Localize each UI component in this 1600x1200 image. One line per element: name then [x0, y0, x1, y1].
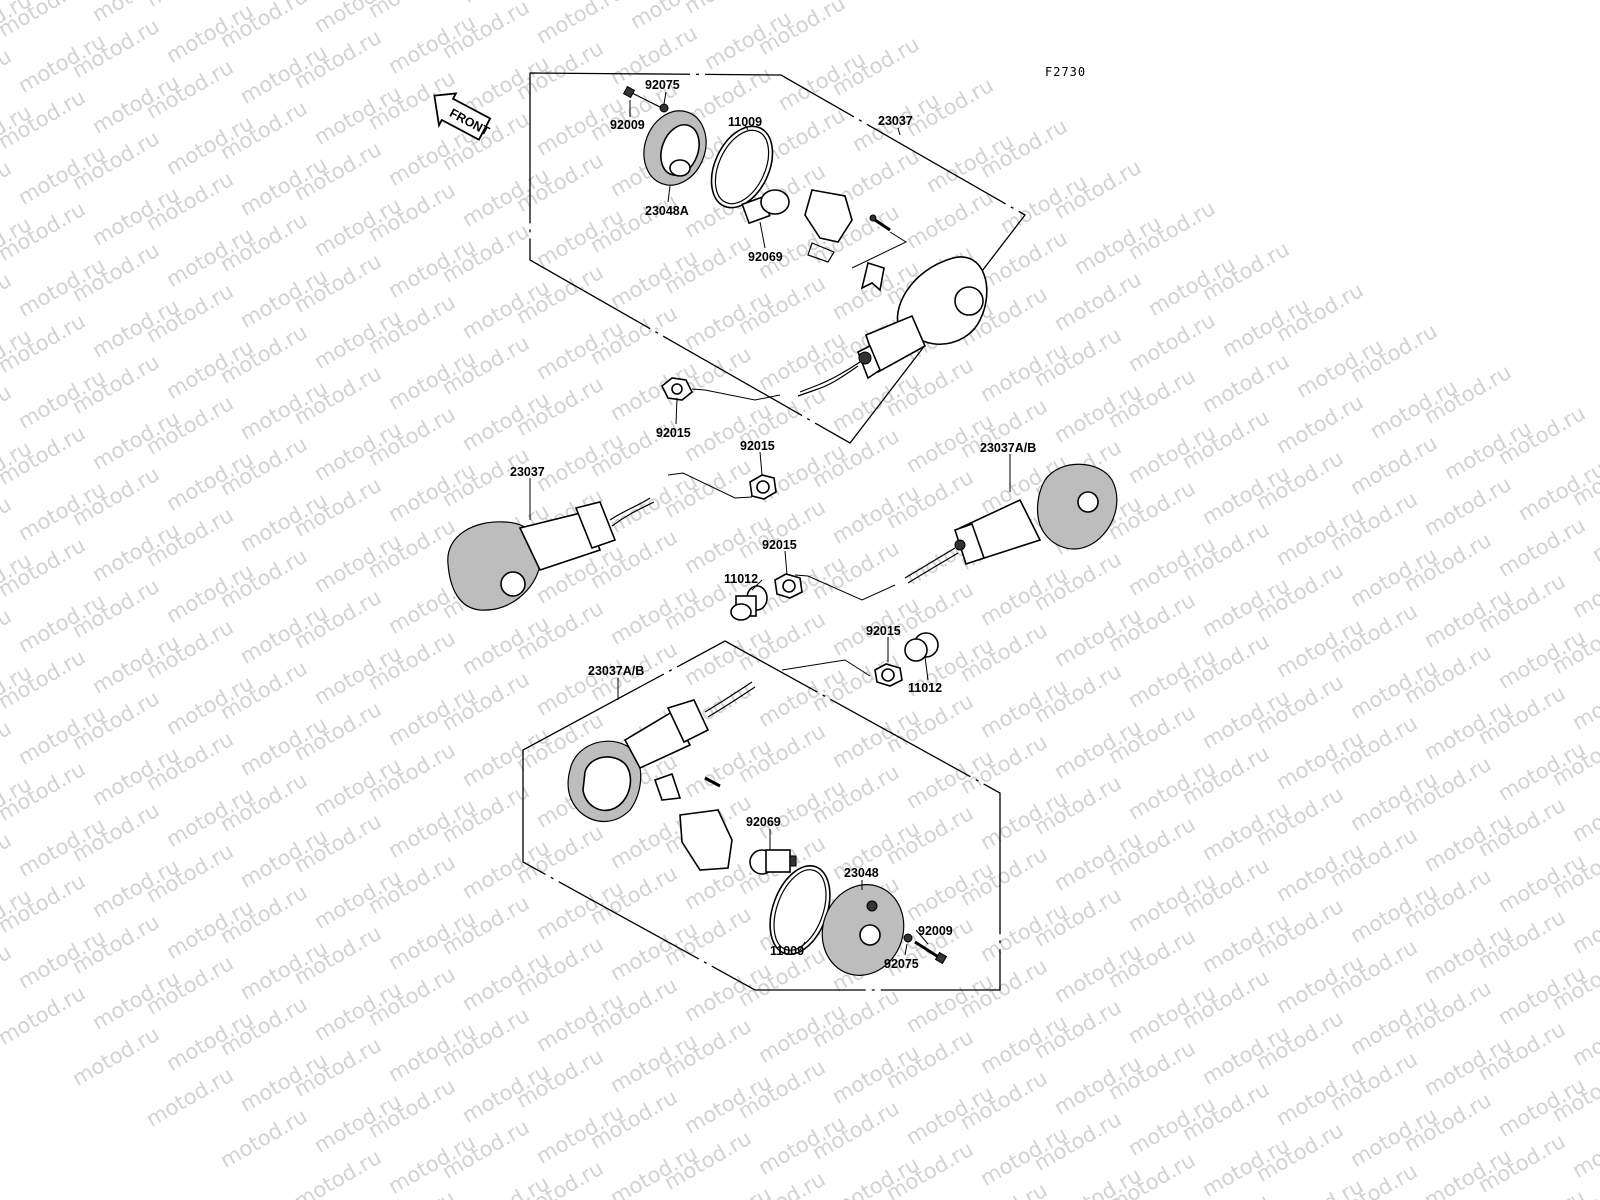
label-92069-top: 92069: [748, 250, 783, 264]
wire-top: [799, 361, 861, 393]
washer-92075-bottom: [903, 933, 913, 943]
small-screw-top: [869, 214, 891, 232]
washer-92075-top: [659, 103, 669, 113]
lens-23048: [821, 884, 905, 976]
housing-23037-top: [856, 256, 988, 380]
label-leaders: [529, 91, 1011, 956]
lens-23048A: [643, 110, 707, 186]
bottom-assembly-frame: [522, 640, 1001, 991]
screw-92009-top: [622, 85, 661, 108]
bushing-11012-mid-b: [904, 632, 939, 662]
label-92015-mid-a: 92015: [656, 426, 691, 440]
label-92015-mid-d: 92015: [866, 624, 901, 638]
screw-92009-bottom: [914, 940, 948, 965]
label-23048A: 23048A: [645, 204, 689, 218]
label-23048: 23048: [844, 866, 879, 880]
label-92015-mid-c: 92015: [762, 538, 797, 552]
label-11012-mid-a: 11012: [724, 572, 758, 586]
label-23037AB-mid: 23037A/B: [980, 441, 1036, 455]
label-92015-mid-b: 92015: [740, 439, 775, 453]
label-23037-mid: 23037: [510, 465, 545, 479]
label-11012-mid-b: 11012: [908, 681, 942, 695]
label-92009-top: 92009: [610, 118, 645, 132]
bushing-11012-mid-a: [730, 585, 768, 621]
label-11009-top: 11009: [728, 115, 762, 129]
nut-92015-mid-d: [874, 663, 903, 687]
label-92075-bot: 92075: [884, 957, 919, 971]
nut-92015-mid-a: [749, 474, 777, 500]
label-92075-top: 92075: [645, 78, 680, 92]
turn-signal-23037-left: [447, 497, 655, 611]
label-23037AB-bot: 23037A/B: [588, 664, 644, 678]
nut-92015-mid-c: [774, 573, 803, 599]
bulb-92069-top: [741, 189, 790, 225]
bulb-92069-bottom: [749, 849, 797, 875]
housing-23037AB-bottom: [567, 681, 756, 823]
label-11009-bot: 11009: [770, 944, 804, 958]
socket-bracket-bottom: [653, 772, 733, 871]
figure-code: F2730: [1045, 65, 1086, 79]
label-92069-bot: 92069: [746, 815, 781, 829]
label-23037-top: 23037: [878, 114, 913, 128]
front-arrow-icon: FRONT: [433, 92, 492, 141]
turn-signal-23037AB-right: [904, 463, 1118, 584]
nut-92015-top: [660, 377, 694, 401]
label-92009-bot: 92009: [918, 924, 953, 938]
socket-bracket-top: [804, 189, 885, 292]
